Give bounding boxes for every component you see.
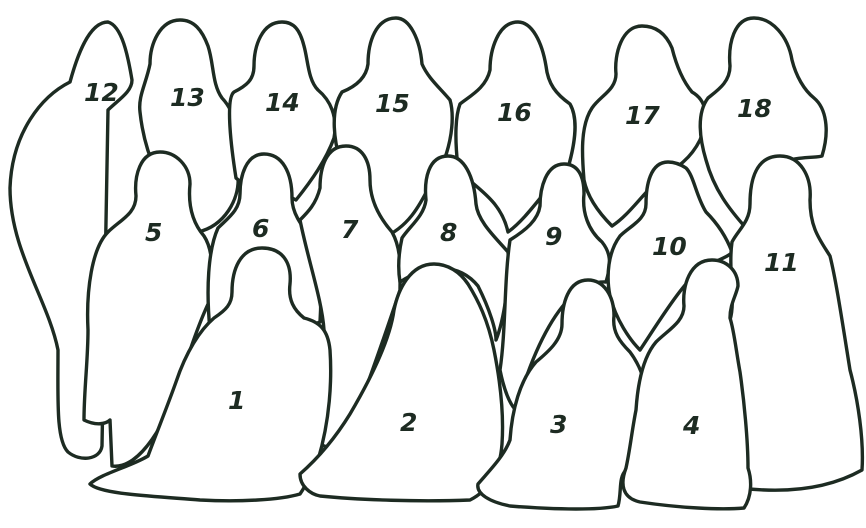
- figure-15-label: 15: [375, 89, 410, 118]
- figure-7-label: 7: [341, 215, 359, 244]
- figure-11-label: 11: [764, 248, 799, 277]
- figure-8-label: 8: [440, 218, 457, 247]
- figure-9-label: 9: [545, 222, 562, 251]
- figure-4-label: 4: [682, 411, 700, 440]
- figure-16-label: 16: [497, 98, 532, 127]
- figure-12-label: 12: [84, 78, 119, 107]
- figure-1-label: 1: [228, 386, 245, 415]
- figure-14-label: 14: [265, 88, 300, 117]
- figure-17-label: 17: [625, 101, 660, 130]
- figure-13-label: 13: [170, 83, 205, 112]
- figure-3-label: 3: [550, 410, 567, 439]
- figure-6-label: 6: [252, 214, 269, 243]
- figure-10-label: 10: [652, 232, 687, 261]
- figure-18-label: 18: [737, 94, 772, 123]
- figure-11: 11: [730, 156, 863, 490]
- figure-5-label: 5: [145, 218, 162, 247]
- figure-2-label: 2: [400, 408, 417, 437]
